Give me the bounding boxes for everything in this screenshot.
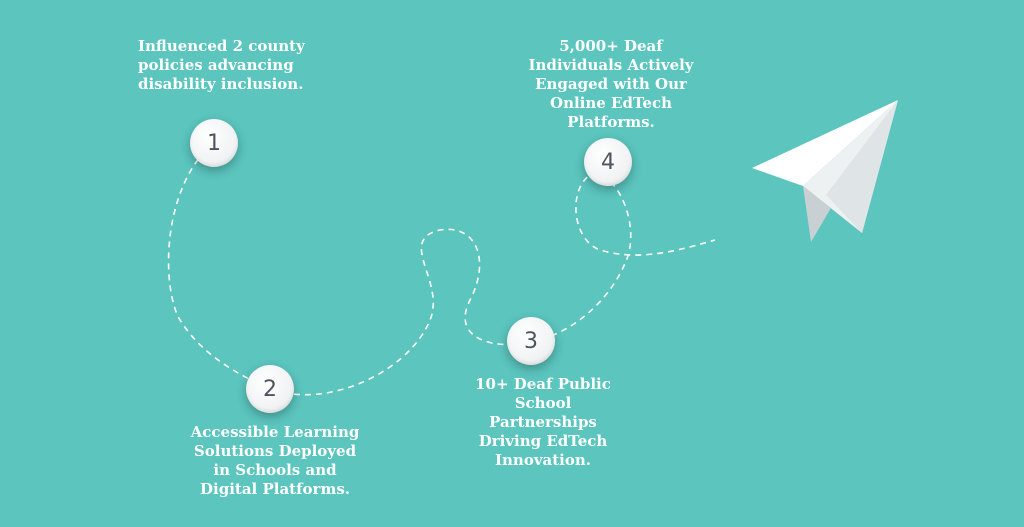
milestone-3-number: 3	[524, 328, 538, 354]
milestone-1-caption-line: policies advancing	[138, 56, 294, 74]
milestone-3-caption-line: 10+ Deaf Public	[475, 375, 611, 393]
milestone-2-caption-line: in Schools and	[213, 461, 337, 479]
milestone-4-caption-line: Platforms.	[567, 113, 655, 131]
milestone-4-caption-line: Online EdTech	[550, 94, 672, 112]
milestone-2-number: 2	[263, 376, 277, 402]
milestone-3-badge: 3	[507, 317, 555, 365]
milestone-2-caption: Accessible Learning Solutions Deployed i…	[190, 423, 360, 499]
dashed-journey-path	[167, 142, 716, 396]
milestone-3-caption-line: Partnerships	[489, 413, 597, 431]
milestone-4-caption-line: Individuals Actively	[528, 56, 694, 74]
milestone-2-badge: 2	[246, 365, 294, 413]
milestone-2-caption-line: Accessible Learning	[190, 423, 360, 441]
milestone-4-badge: 4	[584, 138, 632, 186]
milestone-1-caption: Influenced 2 county policies advancing d…	[138, 37, 305, 94]
milestone-3-caption-line: School	[514, 394, 572, 412]
milestone-1-caption-line: Influenced 2 county	[138, 37, 305, 55]
milestone-1-badge: 1	[190, 119, 238, 167]
milestone-4-caption: 5,000+ Deaf Individuals Actively Engaged…	[522, 37, 700, 132]
milestone-4-caption-line: Engaged with Our	[535, 75, 687, 93]
paper-plane-icon	[752, 100, 898, 242]
milestone-1-caption-line: disability inclusion.	[138, 75, 304, 93]
milestone-2-caption-line: Solutions Deployed	[193, 442, 357, 460]
milestone-2-caption-line: Digital Platforms.	[200, 480, 350, 498]
milestone-4-number: 4	[601, 149, 615, 175]
milestone-3-caption: 10+ Deaf Public School Partnerships Driv…	[468, 375, 618, 470]
milestone-1-number: 1	[207, 130, 221, 156]
milestone-4-caption-line: 5,000+ Deaf	[559, 37, 663, 55]
milestone-3-caption-line: Driving EdTech	[478, 432, 608, 450]
milestone-3-caption-line: Innovation.	[494, 451, 592, 469]
